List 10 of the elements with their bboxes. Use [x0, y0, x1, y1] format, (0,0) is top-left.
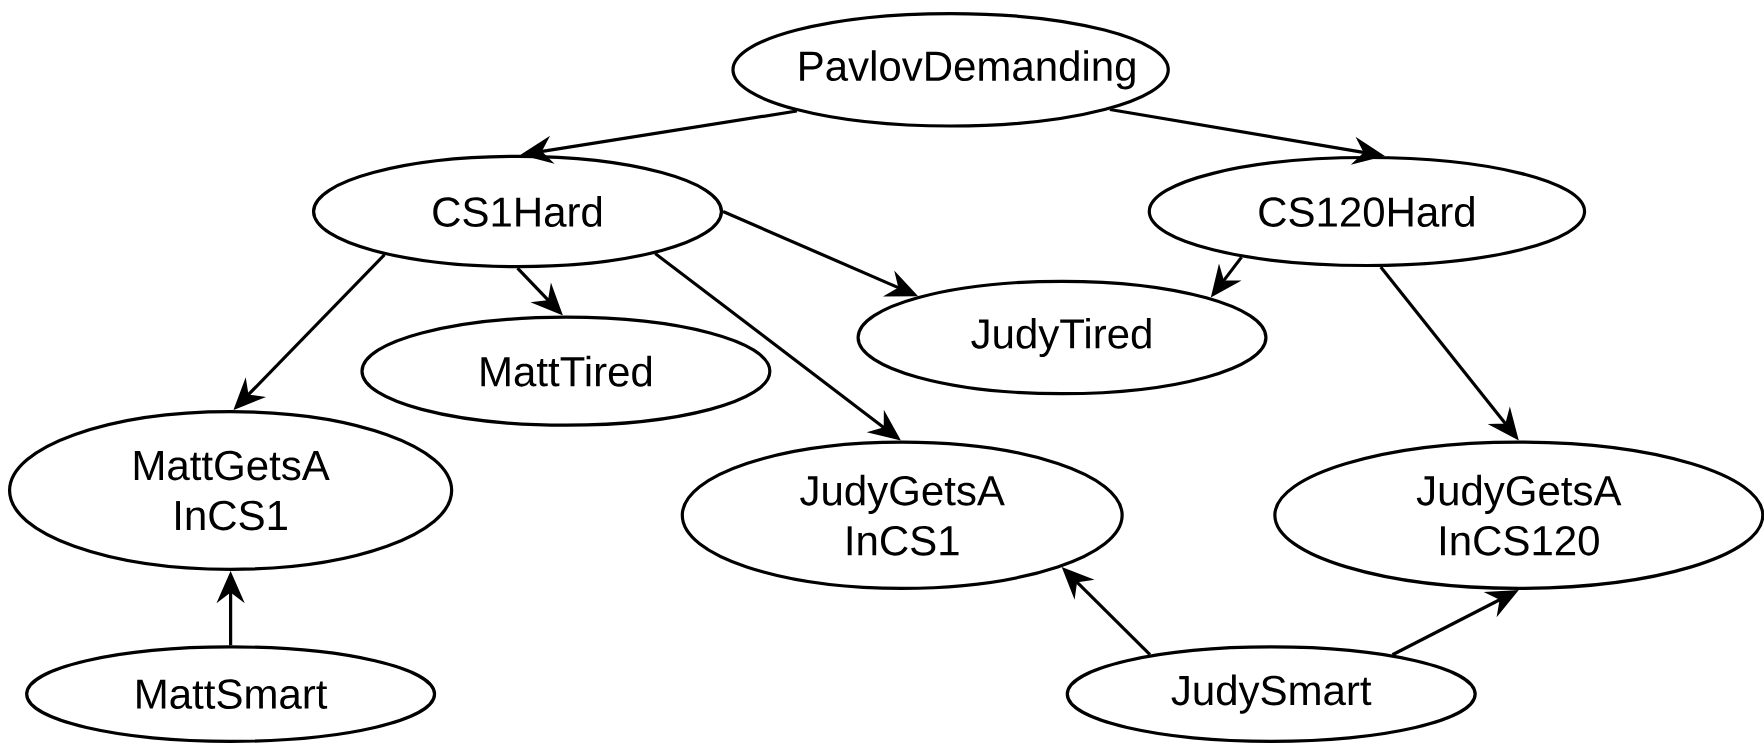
ellipse-node: CS120Hard — [1147, 155, 1587, 268]
ellipse-node: MattSmart — [25, 645, 437, 743]
ellipse-node: JudyTired — [856, 279, 1268, 396]
ellipse-node: PavlovDemanding — [731, 12, 1170, 128]
ellipse-node: MattTired — [360, 315, 772, 427]
ellipse-node: CS1Hard — [312, 154, 724, 269]
ellipse-node: MattGetsA InCS1 — [7, 410, 454, 571]
ellipse-node: JudyGetsA InCS120 — [1273, 440, 1764, 590]
ellipse-node: JudySmart — [1065, 645, 1477, 743]
ellipse-node: JudyGetsA InCS1 — [680, 440, 1124, 590]
